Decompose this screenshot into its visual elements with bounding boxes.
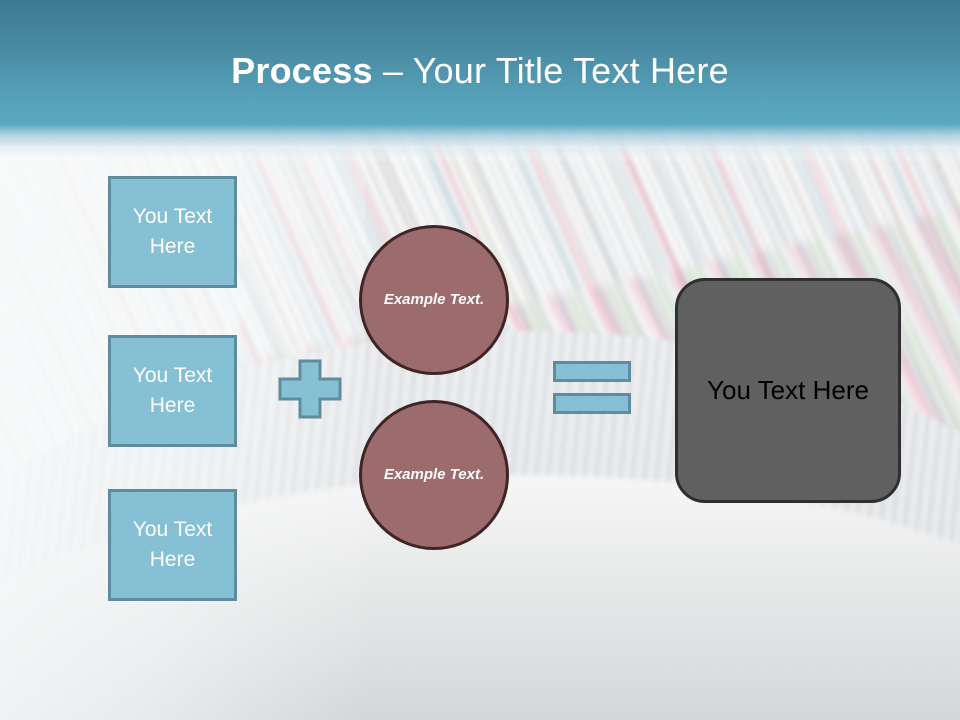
input-box-3-label: You Text Here bbox=[132, 517, 213, 571]
equals-icon bbox=[553, 361, 631, 414]
result-box[interactable]: You Text Here bbox=[675, 278, 901, 503]
page-title-rest: – Your Title Text Here bbox=[372, 50, 729, 91]
input-box-1-label: You Text Here bbox=[132, 204, 213, 258]
header-band bbox=[0, 0, 960, 163]
equals-icon-bar-bottom bbox=[553, 393, 631, 414]
result-box-label: You Text Here bbox=[707, 375, 869, 405]
input-box-2[interactable]: You Text Here bbox=[108, 335, 237, 447]
input-box-2-label: You Text Here bbox=[132, 363, 213, 417]
operand-circle-1[interactable]: Example Text. bbox=[359, 225, 509, 375]
plus-icon bbox=[278, 359, 342, 419]
page-title-emphasis: Process bbox=[231, 50, 373, 91]
equals-icon-bar-top bbox=[553, 361, 631, 382]
input-box-3[interactable]: You Text Here bbox=[108, 489, 237, 601]
operand-circle-2-label: Example Text. bbox=[383, 465, 485, 483]
operand-circle-1-label: Example Text. bbox=[383, 290, 485, 308]
input-box-1[interactable]: You Text Here bbox=[108, 176, 237, 288]
operand-circle-2[interactable]: Example Text. bbox=[359, 400, 509, 550]
page-title: Process – Your Title Text Here bbox=[0, 50, 960, 91]
